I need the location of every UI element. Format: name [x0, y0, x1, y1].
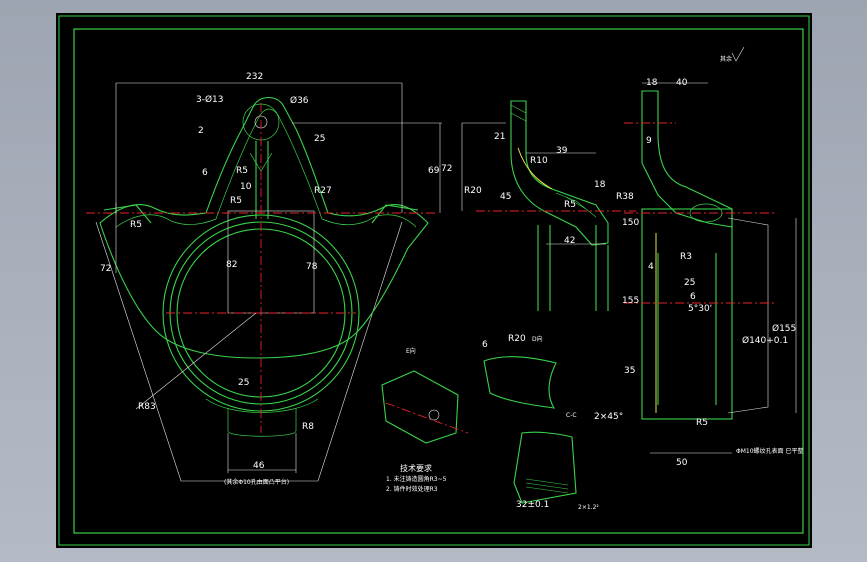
label-d232: 232: [246, 72, 263, 82]
label-r10: R10: [530, 156, 548, 166]
label-d72left: 72: [100, 264, 111, 274]
right-view: [624, 82, 797, 454]
label-d36: Ø36: [290, 95, 309, 106]
right-profile: [641, 90, 733, 228]
label-d69: 69: [428, 166, 440, 176]
label-r8: R8: [302, 422, 314, 432]
front-view: [86, 82, 442, 482]
label-holes: 3-Ø13: [196, 94, 224, 105]
label-d39: 39: [556, 146, 568, 156]
label-chamfer2: 2×1.2²: [578, 504, 599, 511]
label-d9: 9: [646, 136, 652, 146]
detail-e: [381, 370, 459, 444]
label-r27: R27: [314, 186, 332, 196]
label-section-cc: C-C: [566, 412, 577, 419]
label-d25b: 25: [238, 378, 249, 388]
label-r5b: R5: [230, 196, 242, 206]
label-view-d: D向: [532, 335, 543, 343]
note-right: ΦМ10螺纹孔表面 已平整: [736, 447, 803, 455]
note-left: (其余Φ10孔由面凸平台): [224, 478, 289, 486]
label-d82: 82: [226, 260, 237, 270]
label-d140: Ø140+0.1: [742, 335, 788, 346]
label-d25: 25: [314, 134, 325, 144]
label-d6: 6: [202, 168, 208, 178]
bore-rect: [227, 210, 315, 314]
tech-title: 技术要求: [400, 463, 432, 473]
label-d42: 42: [564, 236, 575, 246]
label-d21: 21: [494, 132, 505, 142]
detail-views: [381, 356, 577, 504]
label-r5a: R5: [236, 166, 248, 176]
label-d4: 4: [648, 262, 654, 272]
roughness-note: 其余: [720, 55, 732, 63]
label-d40: 40: [676, 78, 688, 88]
label-r38: R38: [616, 192, 634, 202]
label-d155dia: Ø155: [772, 323, 796, 334]
label-d25c: 25: [684, 278, 695, 288]
label-view-r20: R20: [508, 334, 526, 344]
right-ear: [371, 204, 419, 224]
leader-r83: [135, 312, 257, 410]
label-r5e: R5: [696, 418, 708, 428]
inner-frame: [73, 28, 804, 534]
label-d50: 50: [676, 458, 688, 468]
roughness-icon: [731, 46, 745, 62]
detail-d: [483, 356, 557, 409]
label-d18: 18: [594, 180, 606, 190]
label-d6b: 6: [690, 292, 696, 302]
drawing-canvas: 232 3-Ø13 Ø36 2 25 72 69 R5 R5 10 6 R27 …: [58, 15, 810, 546]
label-d18top: 18: [646, 78, 658, 88]
left-ear: [103, 204, 152, 224]
right-body: [641, 208, 733, 420]
label-angle: 5°30': [688, 304, 712, 314]
label-r5c: R5: [130, 220, 142, 230]
section-profile: [510, 100, 609, 246]
center-rib: [255, 141, 269, 219]
label-r3: R3: [680, 252, 692, 262]
label-d35: 35: [624, 366, 635, 376]
label-view-d6: 6: [482, 340, 488, 350]
label-d46: 46: [253, 461, 265, 471]
side-section: [461, 100, 636, 311]
label-r5d: R5: [564, 200, 576, 210]
label-d45: 45: [500, 192, 511, 202]
base-outline: [95, 221, 403, 482]
label-r20: R20: [464, 186, 482, 196]
flange-outline: [99, 96, 429, 359]
section-cc: [513, 431, 577, 504]
right-flange: [727, 217, 769, 414]
label-d10: 10: [240, 182, 252, 192]
label-view-e: E向: [406, 347, 416, 355]
label-d150: 150: [622, 218, 639, 228]
outer-frame: [58, 15, 810, 546]
label-d78: 78: [306, 262, 318, 272]
label-r83: R83: [138, 402, 156, 412]
label-chamfer: 2×45°: [594, 412, 623, 422]
label-d72: 72: [441, 164, 452, 174]
flange-inner: [115, 108, 417, 228]
label-d2: 2: [198, 126, 204, 136]
tech-line-2: 2. 铸件时效处理R3: [386, 485, 438, 493]
drawing-sheet: 232 3-Ø13 Ø36 2 25 72 69 R5 R5 10 6 R27 …: [56, 13, 812, 548]
tech-line-1: 1. 未注铸造圆角R3~5: [386, 475, 447, 483]
label-tolerance: 32±0.1: [516, 500, 549, 510]
label-d155: 155: [622, 296, 639, 306]
